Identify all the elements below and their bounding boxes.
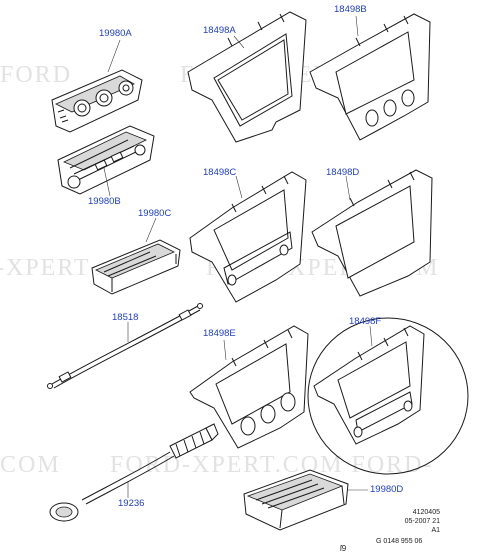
part-18498E-drawing (189, 325, 309, 449)
part-19980C-drawing (91, 217, 181, 295)
reference-line: G 0148 955 06 (376, 538, 423, 545)
part-number: 19236 (118, 498, 145, 509)
part-18498B-drawing (309, 13, 431, 141)
label-18518: 18518 (112, 313, 138, 323)
part-18498A-drawing (187, 11, 307, 143)
part-number: 18498C (203, 167, 237, 178)
part-number: 18498A (203, 25, 236, 36)
reference-block: 4120405 05-2007 21 A1 (380, 508, 440, 535)
watermark-top: FORD (0, 62, 72, 89)
watermark-bottom-left: COM (0, 452, 61, 479)
part-number: 19980D (370, 484, 404, 495)
watermark-text: -XPERT (0, 255, 91, 281)
watermark-text: FORD (0, 62, 73, 88)
part-number: 19980A (99, 28, 132, 39)
label-19980C: 19980C (138, 209, 171, 219)
part-19980D-drawing (243, 469, 368, 531)
reference-line: 05-2007 21 (404, 518, 440, 525)
part-18498D-drawing (311, 169, 433, 297)
part-19236-drawing (49, 423, 219, 522)
label-18498B: 18498B (334, 5, 367, 15)
label-18498C: 18498C (203, 168, 236, 178)
part-19980A-drawing (51, 39, 143, 133)
part-number: 18498B (334, 4, 367, 15)
part-19980B-drawing (57, 125, 155, 197)
part-number: 18498F (349, 316, 382, 327)
label-19980D: 19980D (370, 485, 403, 495)
reference-line: 4120405 (412, 509, 440, 516)
label-19980A: 19980A (99, 29, 132, 39)
part-number: 18498E (203, 328, 236, 339)
label-18498E: 18498E (203, 329, 236, 339)
label-18498A: 18498A (203, 26, 236, 36)
watermark-text: COM (0, 452, 61, 478)
part-number: 18518 (112, 312, 139, 323)
part-18498F-drawing (307, 317, 469, 475)
part-number: 19980B (88, 196, 121, 207)
part-18498C-drawing (189, 171, 307, 303)
watermark-middle-left: -XPERT (0, 255, 91, 282)
reference-line: A1 (431, 527, 440, 534)
label-19236: 19236 (118, 499, 144, 509)
label-18498F: 18498F (349, 317, 381, 327)
reference-code: G 0148 955 06 (376, 537, 422, 546)
part-18518-drawing (47, 303, 203, 389)
label-18498D: 18498D (326, 168, 359, 178)
page-number: ſ9 (340, 544, 346, 553)
part-number: 18498D (326, 167, 360, 178)
page-number-text: ſ9 (340, 544, 347, 553)
part-number: 19980C (138, 208, 172, 219)
label-19980B: 19980B (88, 197, 121, 207)
